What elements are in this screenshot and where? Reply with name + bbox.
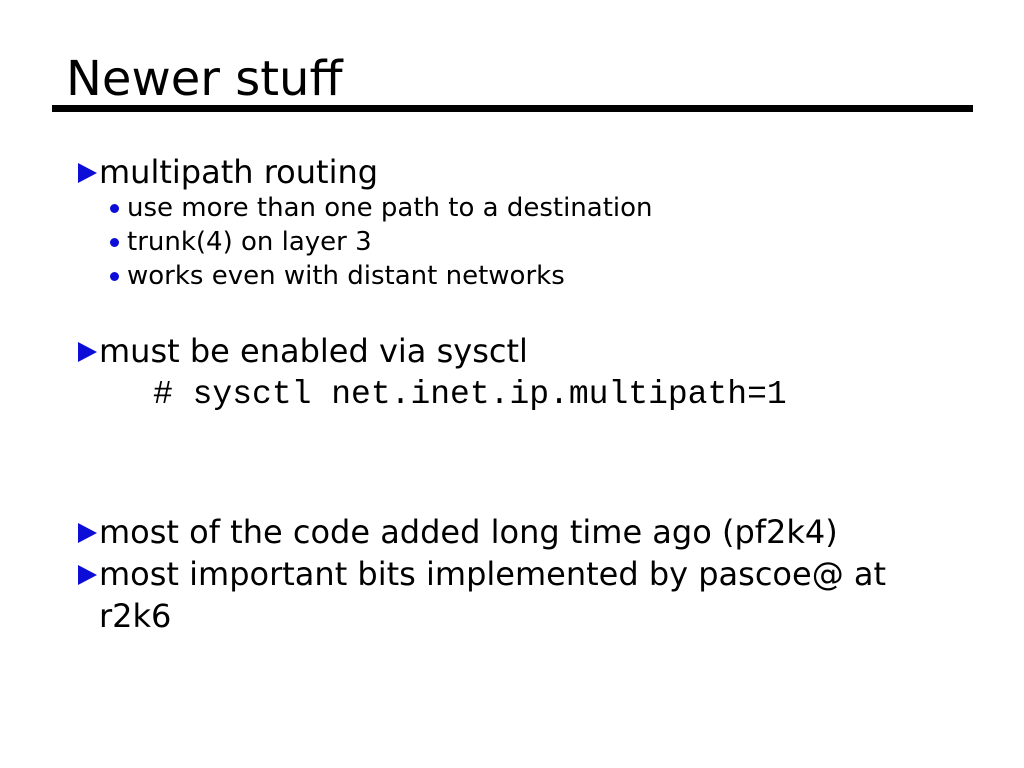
- triangle-bullet-icon: [78, 565, 97, 585]
- sub-bullet-item: use more than one path to a destination: [110, 191, 653, 225]
- bullet-text-line: most important bits implemented by pasco…: [99, 555, 887, 593]
- bullet-item: must be enabled via sysctl: [78, 330, 528, 372]
- bullet-text: multipath routing: [99, 153, 379, 191]
- bullet-item: most important bits implemented by pasco…: [78, 553, 886, 637]
- sub-bullet-list: use more than one path to a destination …: [110, 191, 653, 293]
- triangle-bullet-icon: [78, 523, 97, 543]
- dot-bullet-icon: [110, 204, 119, 213]
- triangle-bullet-icon: [78, 163, 97, 183]
- sub-bullet-text: trunk(4) on layer 3: [127, 227, 372, 257]
- bullet-text: most important bits implemented by pasco…: [99, 553, 886, 637]
- sub-bullet-item: trunk(4) on layer 3: [110, 225, 653, 259]
- dot-bullet-icon: [110, 238, 119, 247]
- sub-bullet-text: use more than one path to a destination: [127, 193, 653, 223]
- bullet-text: must be enabled via sysctl: [99, 332, 528, 370]
- sub-bullet-item: works even with distant networks: [110, 259, 653, 293]
- dot-bullet-icon: [110, 272, 119, 281]
- sub-bullet-text: works even with distant networks: [127, 261, 565, 291]
- bullet-item: most of the code added long time ago (pf…: [78, 511, 838, 553]
- bullet-text: most of the code added long time ago (pf…: [99, 513, 838, 551]
- slide-title: Newer stuff: [66, 51, 343, 107]
- code-line: # sysctl net.inet.ip.multipath=1: [153, 376, 787, 413]
- bullet-item: multipath routing: [78, 151, 378, 193]
- title-underline: [52, 105, 973, 112]
- bullet-text-line: r2k6: [99, 597, 172, 635]
- triangle-bullet-icon: [78, 342, 97, 362]
